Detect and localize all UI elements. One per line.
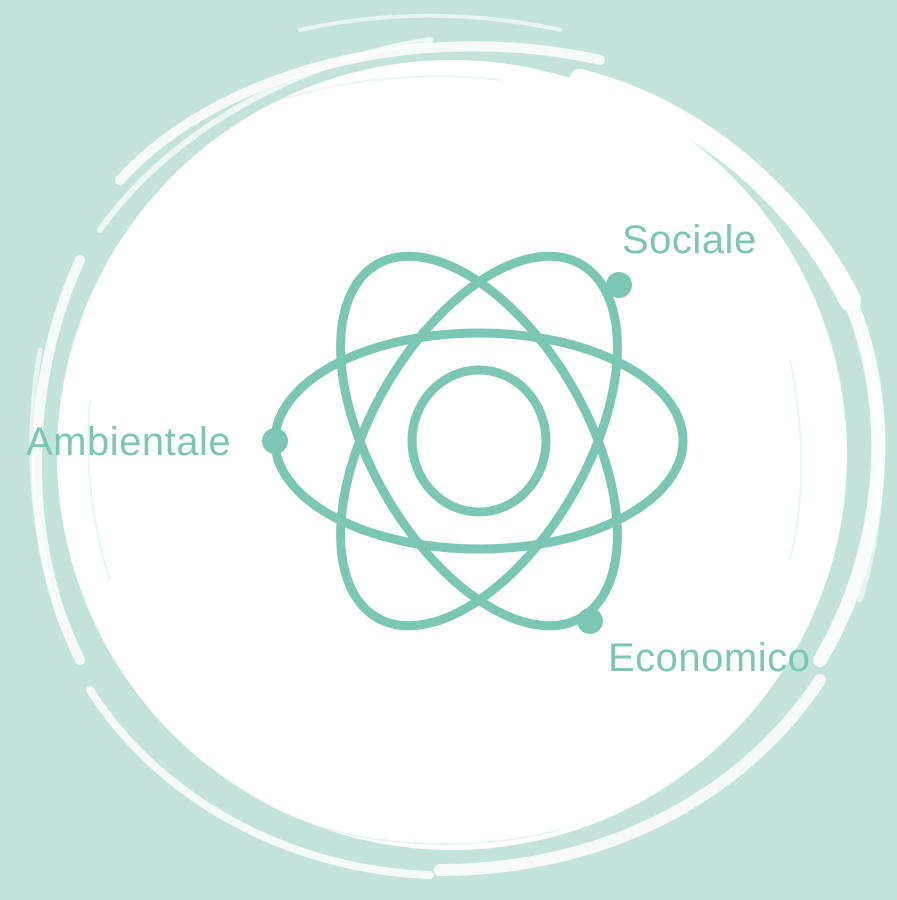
atom-nucleus-ring <box>407 365 551 517</box>
label-sociale: Sociale <box>622 218 757 262</box>
label-ambientale: Ambientale <box>26 420 232 464</box>
electron-ambientale-dot <box>262 428 288 454</box>
electron-sociale-dot <box>606 272 632 298</box>
label-economico: Economico <box>608 636 811 680</box>
electron-economico-dot <box>577 608 603 634</box>
brush-circle <box>29 13 886 879</box>
atom-orbit-diagonal-b <box>336 251 622 631</box>
